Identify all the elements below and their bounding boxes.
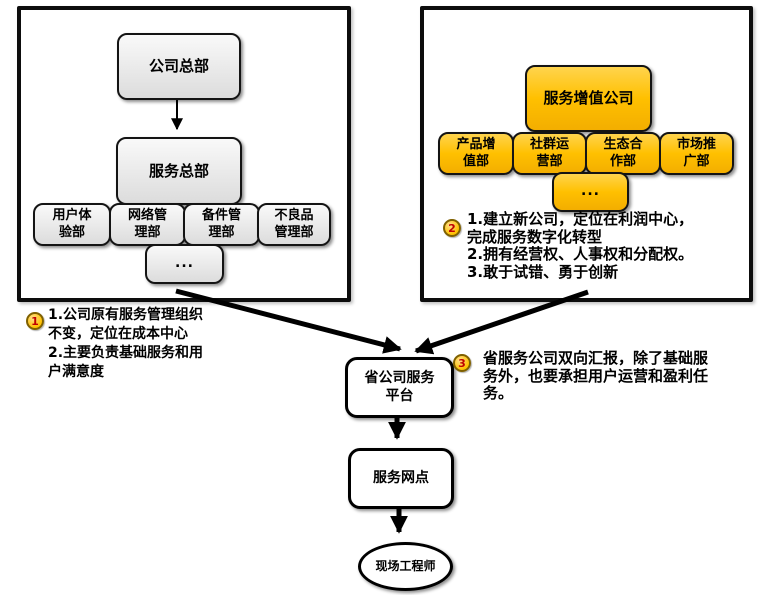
annotation-3-badge: 3 [453, 354, 471, 372]
annotation-2-badge: 2 [443, 219, 461, 237]
node-defective-goods-dept: 不良品 管理部 [257, 203, 331, 246]
node-more-right: ... [552, 172, 629, 212]
node-value-added-company: 服务增值公司 [525, 65, 652, 132]
node-eco-partnership-dept: 生态合 作部 [585, 132, 661, 175]
node-company-hq: 公司总部 [117, 33, 241, 100]
annotation-2-text: 1.建立新公司，定位在利润中心， 完成服务数字化转型 2.拥有经营权、人事权和分… [467, 210, 694, 281]
annotation-3-text: 省服务公司双向汇报，除了基础服 务外，也要承担用户运营和盈利任 务。 [483, 349, 709, 402]
node-more-left: ... [145, 244, 224, 284]
node-community-ops-dept: 社群运 营部 [512, 132, 587, 175]
annotation-1-badge: 1 [26, 312, 44, 330]
node-marketing-dept: 市场推 广部 [659, 132, 734, 175]
node-network-mgmt-dept: 网络管 理部 [109, 203, 186, 246]
annotation-1-text: 1.公司原有服务管理组织 不变，定位在成本中心 2.主要负责基础服务和用 户满意… [48, 307, 204, 380]
node-spare-parts-dept: 备件管 理部 [183, 203, 260, 246]
node-service-hq: 服务总部 [116, 137, 242, 205]
node-product-value-dept: 产品增 值部 [438, 132, 514, 175]
node-user-experience-dept: 用户体 验部 [33, 203, 111, 246]
node-province-service-platform: 省公司服务 平台 [345, 357, 454, 418]
node-service-outlet: 服务网点 [348, 448, 454, 509]
node-field-engineer: 现场工程师 [358, 542, 453, 591]
